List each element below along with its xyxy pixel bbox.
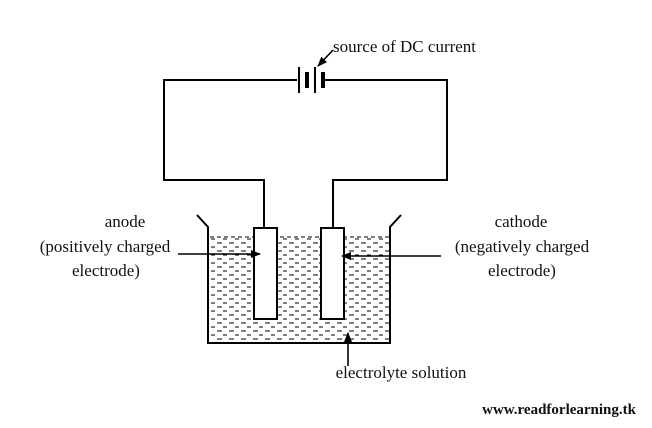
circuit-wires: [163, 79, 448, 228]
source-arrow: [317, 49, 334, 67]
anode-label-line2: (positively charged: [40, 237, 171, 256]
anode-label-line3: electrode): [72, 261, 140, 280]
electrolyte-solution: [210, 236, 389, 342]
cathode-label-line2: (negatively charged: [455, 237, 590, 256]
battery-symbol: [298, 67, 325, 93]
anode-label-line1: anode: [105, 212, 146, 231]
cathode-electrode: [320, 227, 345, 320]
source-label: source of DC current: [333, 37, 476, 56]
cathode-label-line3: electrode): [488, 261, 556, 280]
anode-electrode: [253, 227, 278, 320]
cathode-label-line1: cathode: [495, 212, 548, 231]
electrolyte-label: electrolyte solution: [336, 363, 467, 382]
website-url: www.readforlearning.tk: [482, 402, 637, 418]
beaker: [196, 214, 402, 344]
